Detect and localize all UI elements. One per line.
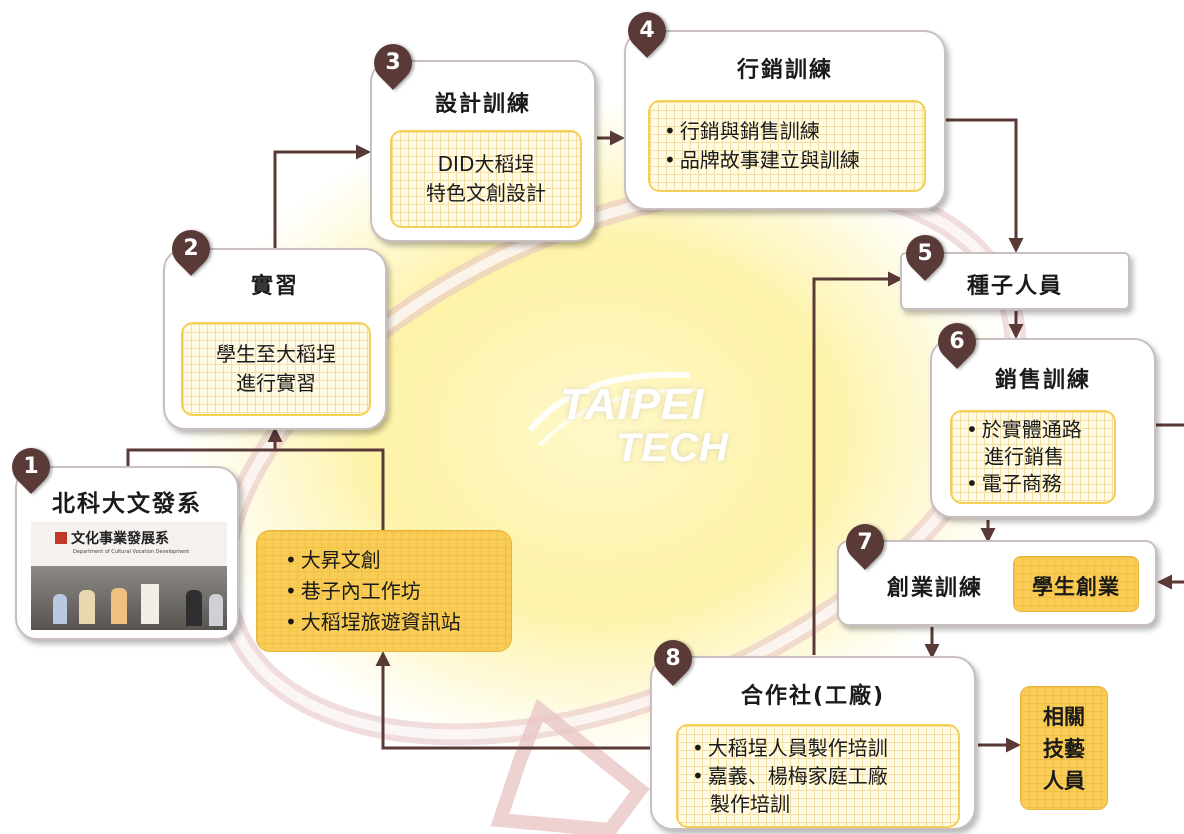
- step8-badge: 8: [646, 632, 700, 686]
- arrow-8-to-5: [812, 271, 903, 655]
- photo-subheader: Department of Cultural Vocation Developm…: [73, 549, 190, 555]
- step3-line1: DID大稻埕: [437, 152, 535, 176]
- step6-card: 銷售訓練 於實體通路 進行銷售 電子商務: [930, 338, 1156, 518]
- step4-card: 行銷訓練 行銷與銷售訓練 品牌故事建立與訓練: [624, 30, 946, 210]
- arrow-partners-to-2: [275, 448, 385, 530]
- step4-title: 行銷訓練: [736, 58, 833, 83]
- step3-line2: 特色文創設計: [426, 181, 546, 205]
- photo-header: 文化事業發展系: [71, 531, 169, 547]
- step2-card: 實習 學生至大稻埕 進行實習: [163, 248, 387, 430]
- photo-seal-icon: [55, 532, 67, 544]
- step6-item-2: 電子商務: [952, 471, 1114, 498]
- related-line-3: 人員: [1043, 769, 1085, 793]
- related-line-1: 相關: [1043, 705, 1085, 729]
- step7-title: 創業訓練: [887, 576, 984, 601]
- step5-badge: 5: [898, 227, 952, 281]
- decorative-arrow-head: [490, 698, 650, 834]
- taipei-tech-logo: TAIPEI TECH: [520, 350, 740, 470]
- step8-card: 合作社(工廠) 大稻埕人員製作培訓 嘉義、楊梅家庭工廠 製作培訓: [650, 656, 976, 830]
- step2-line1: 學生至大稻埕: [216, 342, 336, 366]
- step4-item-2: 品牌故事建立與訓練: [650, 146, 924, 175]
- logo-line1: TAIPEI: [560, 380, 705, 429]
- step2-badge: 2: [164, 222, 218, 276]
- step6-item-1-cont: 進行銷售: [984, 444, 1064, 469]
- step6-item-1: 於實體通路: [952, 417, 1114, 444]
- step3-badge: 3: [366, 36, 420, 90]
- step1-photo: 文化事業發展系 Department of Cultural Vocation …: [31, 522, 227, 630]
- step7-card: 創業訓練 學生創業: [837, 540, 1157, 626]
- arrow-2-to-3: [273, 144, 371, 248]
- arrow-1-to-2: [126, 427, 283, 466]
- step8-item-2-cont: 製作培訓: [710, 792, 790, 816]
- step8-title: 合作社(工廠): [740, 684, 886, 709]
- step7-badge: 7: [838, 516, 892, 570]
- step5-title: 種子人員: [966, 274, 1063, 299]
- related-line-2: 技藝: [1043, 737, 1085, 761]
- step1-card: 北科大文發系 文化事業發展系 Department of Cultural Vo…: [15, 466, 239, 640]
- step8-item-1: 大稻埕人員製作培訓: [678, 734, 958, 762]
- step2-line2: 進行實習: [236, 371, 316, 395]
- partners-box: 大昇文創 巷子內工作坊 大稻埕旅遊資訊站: [256, 530, 512, 652]
- step8-item-2: 嘉義、楊梅家庭工廠: [678, 762, 958, 790]
- step4-badge: 4: [620, 4, 674, 58]
- step2-title: 實習: [250, 274, 299, 299]
- step3-content: DID大稻埕 特色文創設計: [390, 130, 582, 228]
- step6-content: 於實體通路 進行銷售 電子商務: [950, 410, 1116, 504]
- partner-item-3: 大稻埕旅遊資訊站: [271, 607, 461, 638]
- photo-scene: [31, 566, 227, 630]
- logo-line2: TECH: [616, 426, 729, 470]
- step1-badge: 1: [4, 440, 58, 494]
- partner-item-2: 巷子內工作坊: [271, 576, 461, 607]
- step3-card: 設計訓練 DID大稻埕 特色文創設計: [370, 60, 596, 242]
- step6-badge: 6: [930, 315, 984, 369]
- step8-content: 大稻埕人員製作培訓 嘉義、楊梅家庭工廠 製作培訓: [676, 724, 960, 828]
- related-staff-box: 相關 技藝 人員: [1020, 686, 1108, 810]
- step4-content: 行銷與銷售訓練 品牌故事建立與訓練: [648, 100, 926, 192]
- step4-item-1: 行銷與銷售訓練: [650, 117, 924, 146]
- logo-swoosh-icon: [527, 371, 696, 447]
- step6-title: 銷售訓練: [994, 368, 1091, 393]
- step3-title: 設計訓練: [434, 92, 531, 117]
- arrow-8-to-partners: [375, 651, 650, 750]
- arrow-4-to-5: [945, 118, 1024, 253]
- step2-content: 學生至大稻埕 進行實習: [181, 322, 371, 416]
- step1-title: 北科大文發系: [52, 491, 202, 517]
- partner-item-1: 大昇文創: [271, 545, 461, 576]
- step7-student-startup: 學生創業: [1013, 556, 1139, 612]
